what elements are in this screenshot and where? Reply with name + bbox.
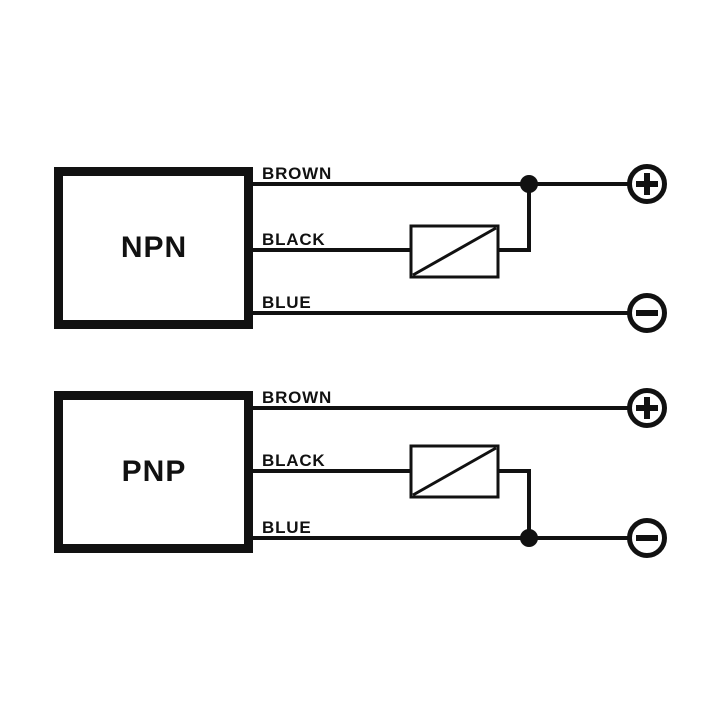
npn-load-diagonal-icon [412,226,497,277]
pnp-load-diagonal-icon [412,446,497,497]
pnp-sensor-box [54,391,253,553]
npn-sensor-box [54,167,253,329]
pnp-circuit: PNP BROW [54,388,667,558]
pnp-blue-label: BLUE [262,518,311,537]
pnp-box-label: PNP [122,455,187,488]
npn-black-wire-riser [498,184,531,252]
pnp-black-wire-dropper [498,469,531,538]
npn-brown-label: BROWN [262,164,332,183]
npn-box-label: NPN [121,231,187,264]
pnp-junction-dot [520,529,538,547]
pnp-brown-label: BROWN [262,388,332,407]
pnp-black-label: BLACK [262,451,326,470]
npn-circuit: NPN BROW [54,164,667,333]
npn-positive-terminal [627,164,667,204]
npn-black-label: BLACK [262,230,326,249]
pnp-negative-terminal [627,518,667,558]
npn-junction-dot [520,175,538,193]
npn-blue-label: BLUE [262,293,311,312]
npn-negative-terminal [627,293,667,333]
pnp-positive-terminal [627,388,667,428]
